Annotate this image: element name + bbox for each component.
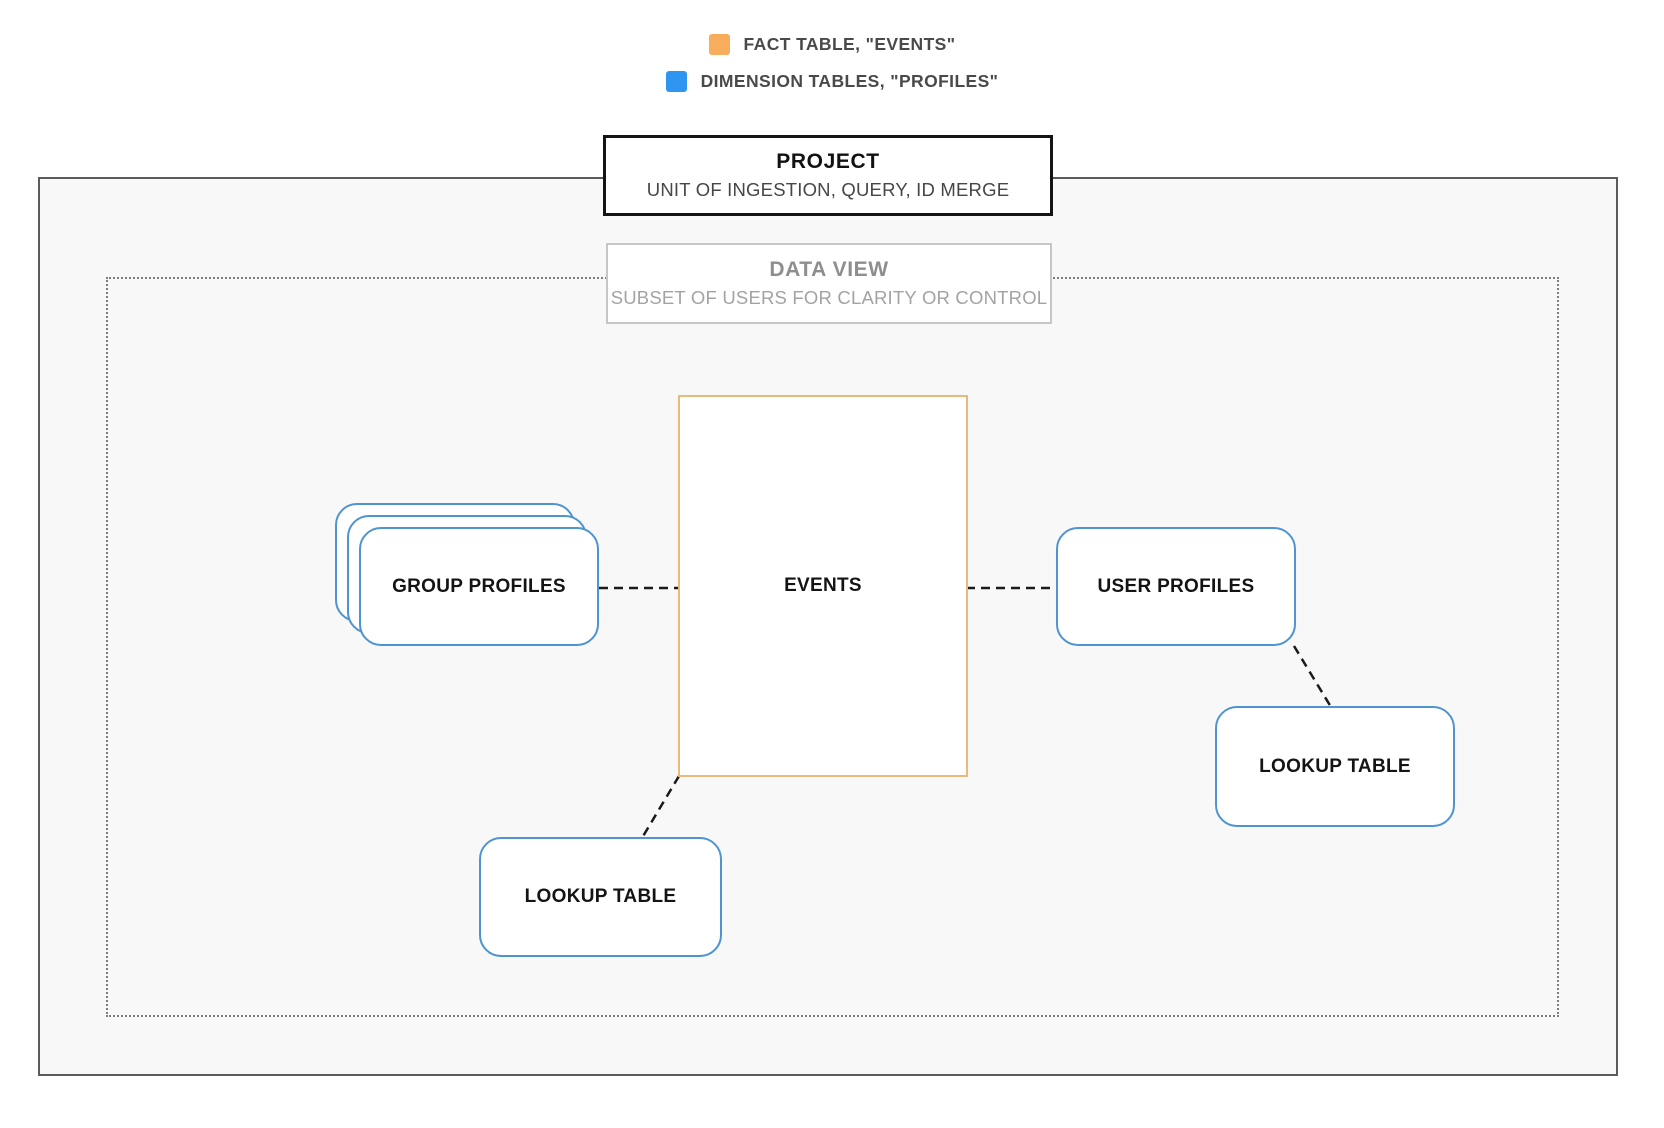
node-lookup-table-bottom-label: LOOKUP TABLE (524, 886, 677, 907)
legend-item-dimension: DIMENSION TABLES, "PROFILES" (665, 71, 999, 92)
legend-fact-label: FACT TABLE, "EVENTS" (743, 34, 956, 54)
legend-item-fact: FACT TABLE, "EVENTS" (708, 34, 956, 55)
node-lookup-table-right-label: LOOKUP TABLE (1259, 755, 1411, 777)
node-group-profiles-label: GROUP PROFILES (392, 575, 566, 597)
dimension-swatch-icon (665, 71, 687, 92)
node-events: EVENTS (678, 395, 968, 777)
node-lookup-table-right: LOOKUP TABLE (1215, 706, 1455, 827)
project-subtitle: UNIT OF INGESTION, QUERY, ID MERGE (646, 179, 1010, 200)
node-group-profiles: GROUP PROFILES (335, 503, 599, 646)
project-title: PROJECT (776, 150, 880, 173)
data-view-title: DATA VIEW (769, 258, 889, 281)
node-user-profiles: USER PROFILES (1056, 527, 1296, 646)
data-view-header-box: DATA VIEW SUBSET OF USERS FOR CLARITY OR… (606, 243, 1052, 324)
legend-dimension-label: DIMENSION TABLES, "PROFILES" (700, 71, 999, 91)
node-lookup-table-bottom: LOOKUP TABLE (479, 837, 722, 957)
node-user-profiles-label: USER PROFILES (1097, 575, 1255, 597)
group-profiles-card-front: GROUP PROFILES (359, 527, 599, 646)
legend: FACT TABLE, "EVENTS" DIMENSION TABLES, "… (0, 34, 1664, 92)
node-events-label: EVENTS (784, 575, 862, 596)
project-header-box: PROJECT UNIT OF INGESTION, QUERY, ID MER… (603, 135, 1053, 216)
data-view-subtitle: SUBSET OF USERS FOR CLARITY OR CONTROL (610, 287, 1048, 308)
fact-swatch-icon (708, 34, 730, 55)
